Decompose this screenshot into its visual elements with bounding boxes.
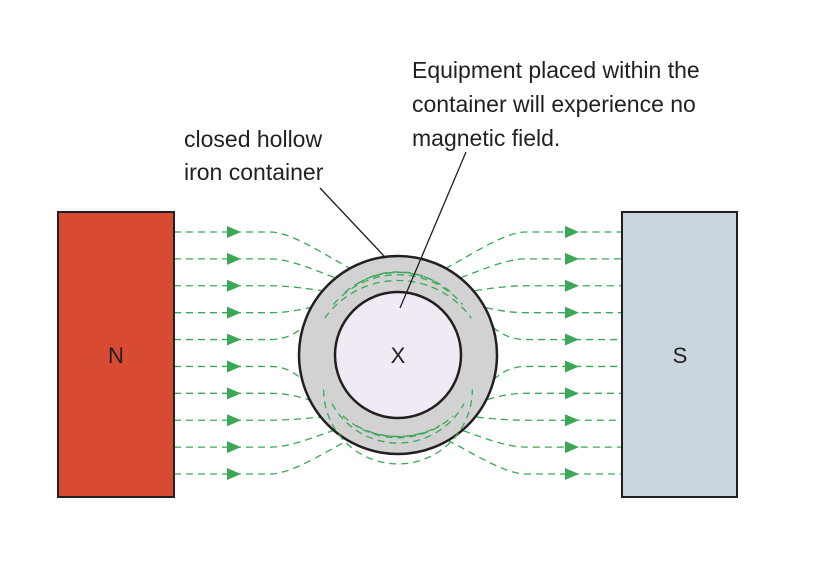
field-lines-in-ring — [322, 271, 474, 465]
field-arrow-left-6 — [227, 360, 241, 373]
field-line-right-3 — [451, 285, 622, 294]
field-line-left-2 — [174, 258, 359, 284]
field-arrow-right-5 — [565, 333, 579, 346]
field-line-right-2 — [437, 258, 622, 284]
container-label-line-2: iron container — [184, 159, 324, 185]
field-arrow-left-9 — [227, 441, 241, 454]
field-arrow-right-7 — [565, 387, 579, 400]
field-arrow-right-1 — [565, 226, 579, 238]
field-line-left-7 — [174, 392, 332, 405]
south-magnet — [621, 211, 738, 498]
container-label-line-1: closed hollow — [184, 126, 322, 152]
field-line-right-9 — [439, 424, 622, 448]
south-magnet-label: S — [673, 343, 688, 368]
field-line-left-9 — [174, 424, 357, 448]
field-line-in-ring-3 — [344, 271, 452, 294]
field-arrow-right-4 — [565, 306, 579, 319]
container-leader-line — [319, 187, 385, 257]
field-arrow-left-2 — [227, 252, 241, 265]
container-interior — [333, 290, 463, 420]
annotation-line-3: magnetic field. — [412, 125, 560, 151]
field-line-in-ring-4 — [332, 274, 464, 305]
annotation-text: Equipment placed within the container wi… — [412, 57, 706, 151]
field-line-in-ring-9 — [355, 424, 441, 438]
field-line-left-4 — [174, 303, 334, 314]
field-arrow-left-3 — [227, 279, 241, 292]
center-mark: X — [391, 343, 406, 368]
field-arrow-left-1 — [227, 226, 241, 238]
field-arrow-right-3 — [565, 279, 579, 292]
field-line-left-8 — [174, 415, 343, 421]
field-arrow-left-5 — [227, 333, 241, 346]
field-arrow-left-7 — [227, 387, 241, 400]
field-arrow-right-6 — [565, 360, 579, 373]
field-arrow-right-8 — [565, 414, 579, 427]
field-line-left-1 — [174, 231, 374, 278]
annotation-line-1: Equipment placed within the — [412, 57, 700, 83]
field-arrow-right-2 — [565, 252, 579, 265]
north-magnet-label: N — [108, 343, 124, 368]
field-arrow-left-4 — [227, 306, 241, 319]
field-arrow-left-10 — [227, 468, 241, 480]
field-line-right-1 — [422, 231, 622, 278]
field-line-right-8 — [453, 415, 622, 421]
field-arrow-right-10 — [565, 468, 579, 480]
field-line-in-ring-8 — [342, 415, 454, 439]
field-arrow-right-9 — [565, 441, 579, 454]
annotation-leader-line — [399, 151, 467, 309]
field-arrow-left-8 — [227, 414, 241, 427]
field-line-in-ring-5 — [324, 279, 472, 319]
north-magnet — [57, 211, 175, 498]
container-label: closed hollow iron container — [184, 126, 328, 185]
field-line-in-ring-10 — [370, 431, 426, 438]
field-line-left-3 — [174, 285, 345, 294]
annotation-line-2: container will experience no — [412, 91, 696, 117]
